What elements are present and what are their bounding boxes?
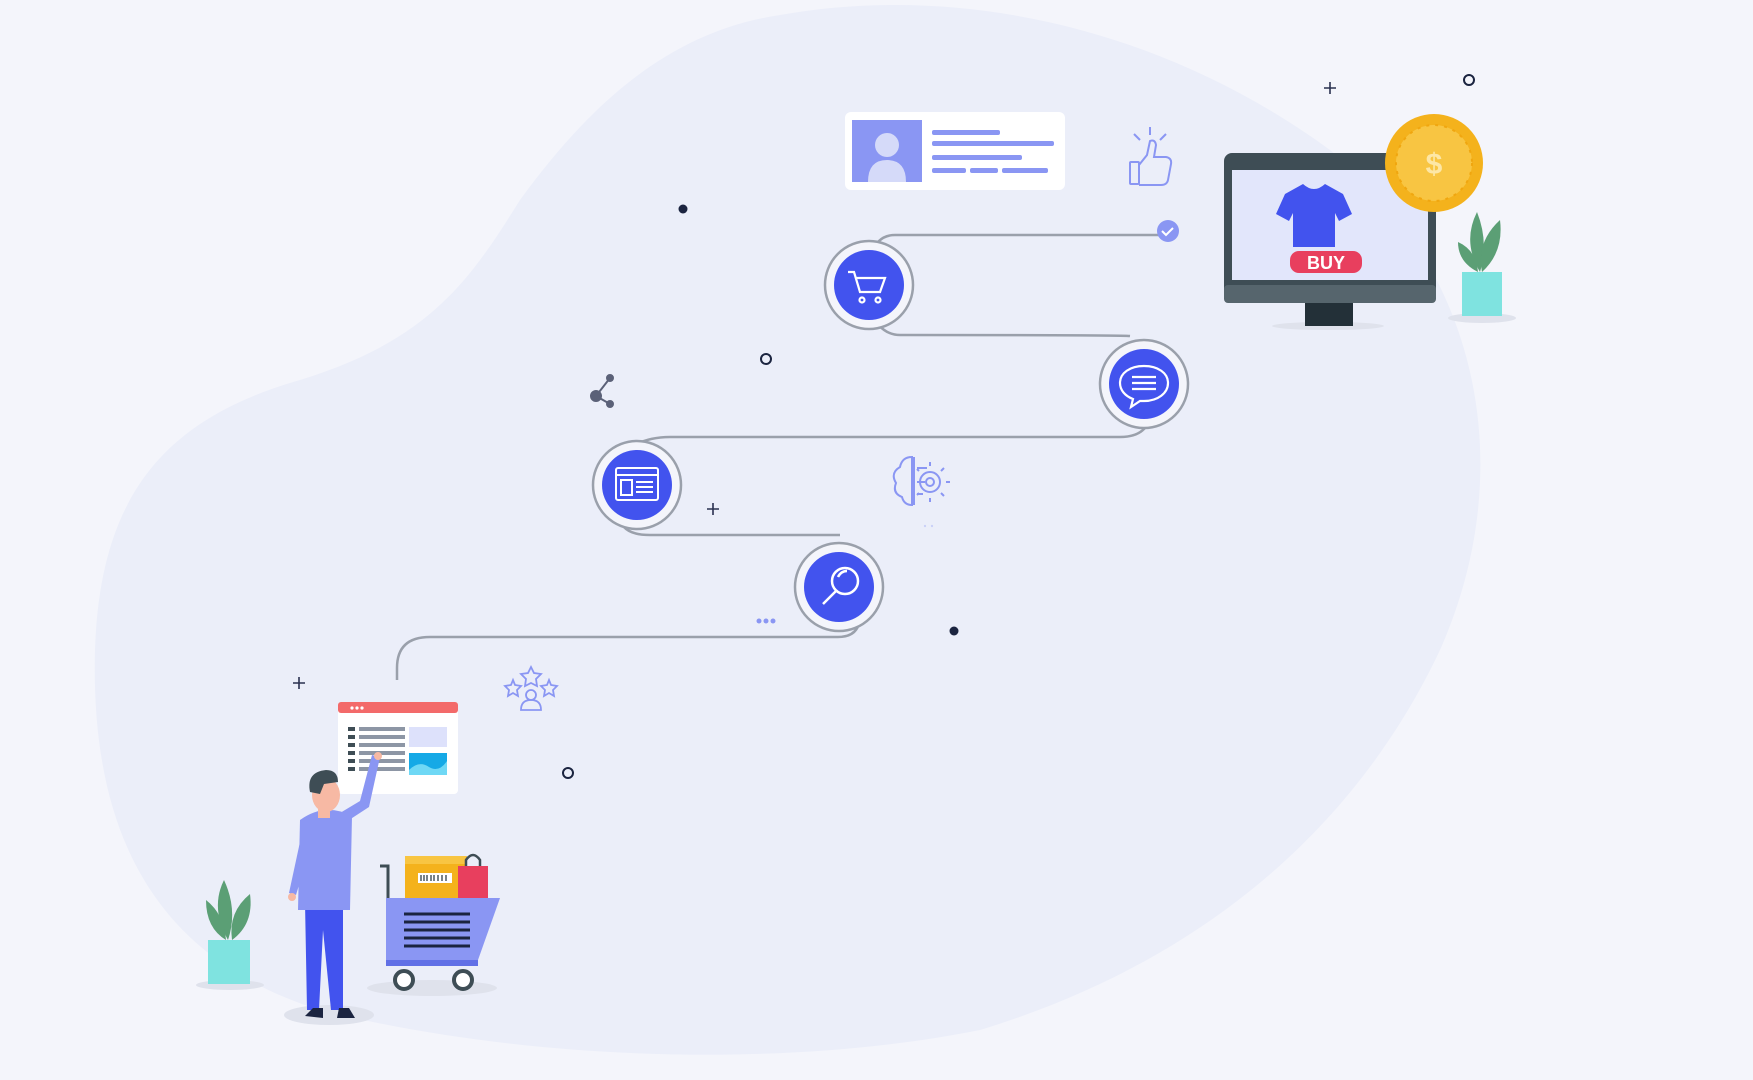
- chat-bubble-icon: [1118, 364, 1170, 410]
- plant-right: [1448, 212, 1516, 323]
- more-dots-icon: [756, 618, 776, 624]
- decor-dots: [562, 74, 1475, 779]
- share-icon: [590, 374, 614, 408]
- check-icon: [1157, 220, 1179, 242]
- product-webpage-card: [338, 702, 458, 794]
- monitor-buy-screen: BUY: [1224, 153, 1436, 330]
- web-page-icon: [615, 467, 659, 501]
- journey-step-search: [793, 541, 885, 633]
- buy-label: BUY: [1307, 253, 1345, 273]
- plant-left: [196, 880, 264, 990]
- thumbs-up-icon: [1129, 127, 1173, 186]
- profile-card-icon: [845, 112, 1065, 190]
- magnifier-icon: [822, 566, 860, 605]
- journey-step-browse: [591, 439, 683, 531]
- decor-crosses: [293, 82, 1336, 689]
- buy-button: [1290, 251, 1362, 273]
- coin-symbol: $: [1426, 148, 1443, 181]
- shopper-person: [284, 752, 382, 1025]
- journey-step-chat: [1098, 338, 1190, 430]
- brain-gear-icon: [892, 455, 950, 528]
- journey-step-cart: [823, 239, 915, 331]
- journey-path: [395, 233, 1168, 680]
- dollar-coin: $: [1385, 114, 1483, 212]
- tshirt-icon: [1276, 184, 1352, 247]
- rating-stars-icon: [503, 664, 559, 711]
- shopping-cart-icon: [848, 270, 887, 304]
- shopping-cart-goods: [367, 853, 500, 996]
